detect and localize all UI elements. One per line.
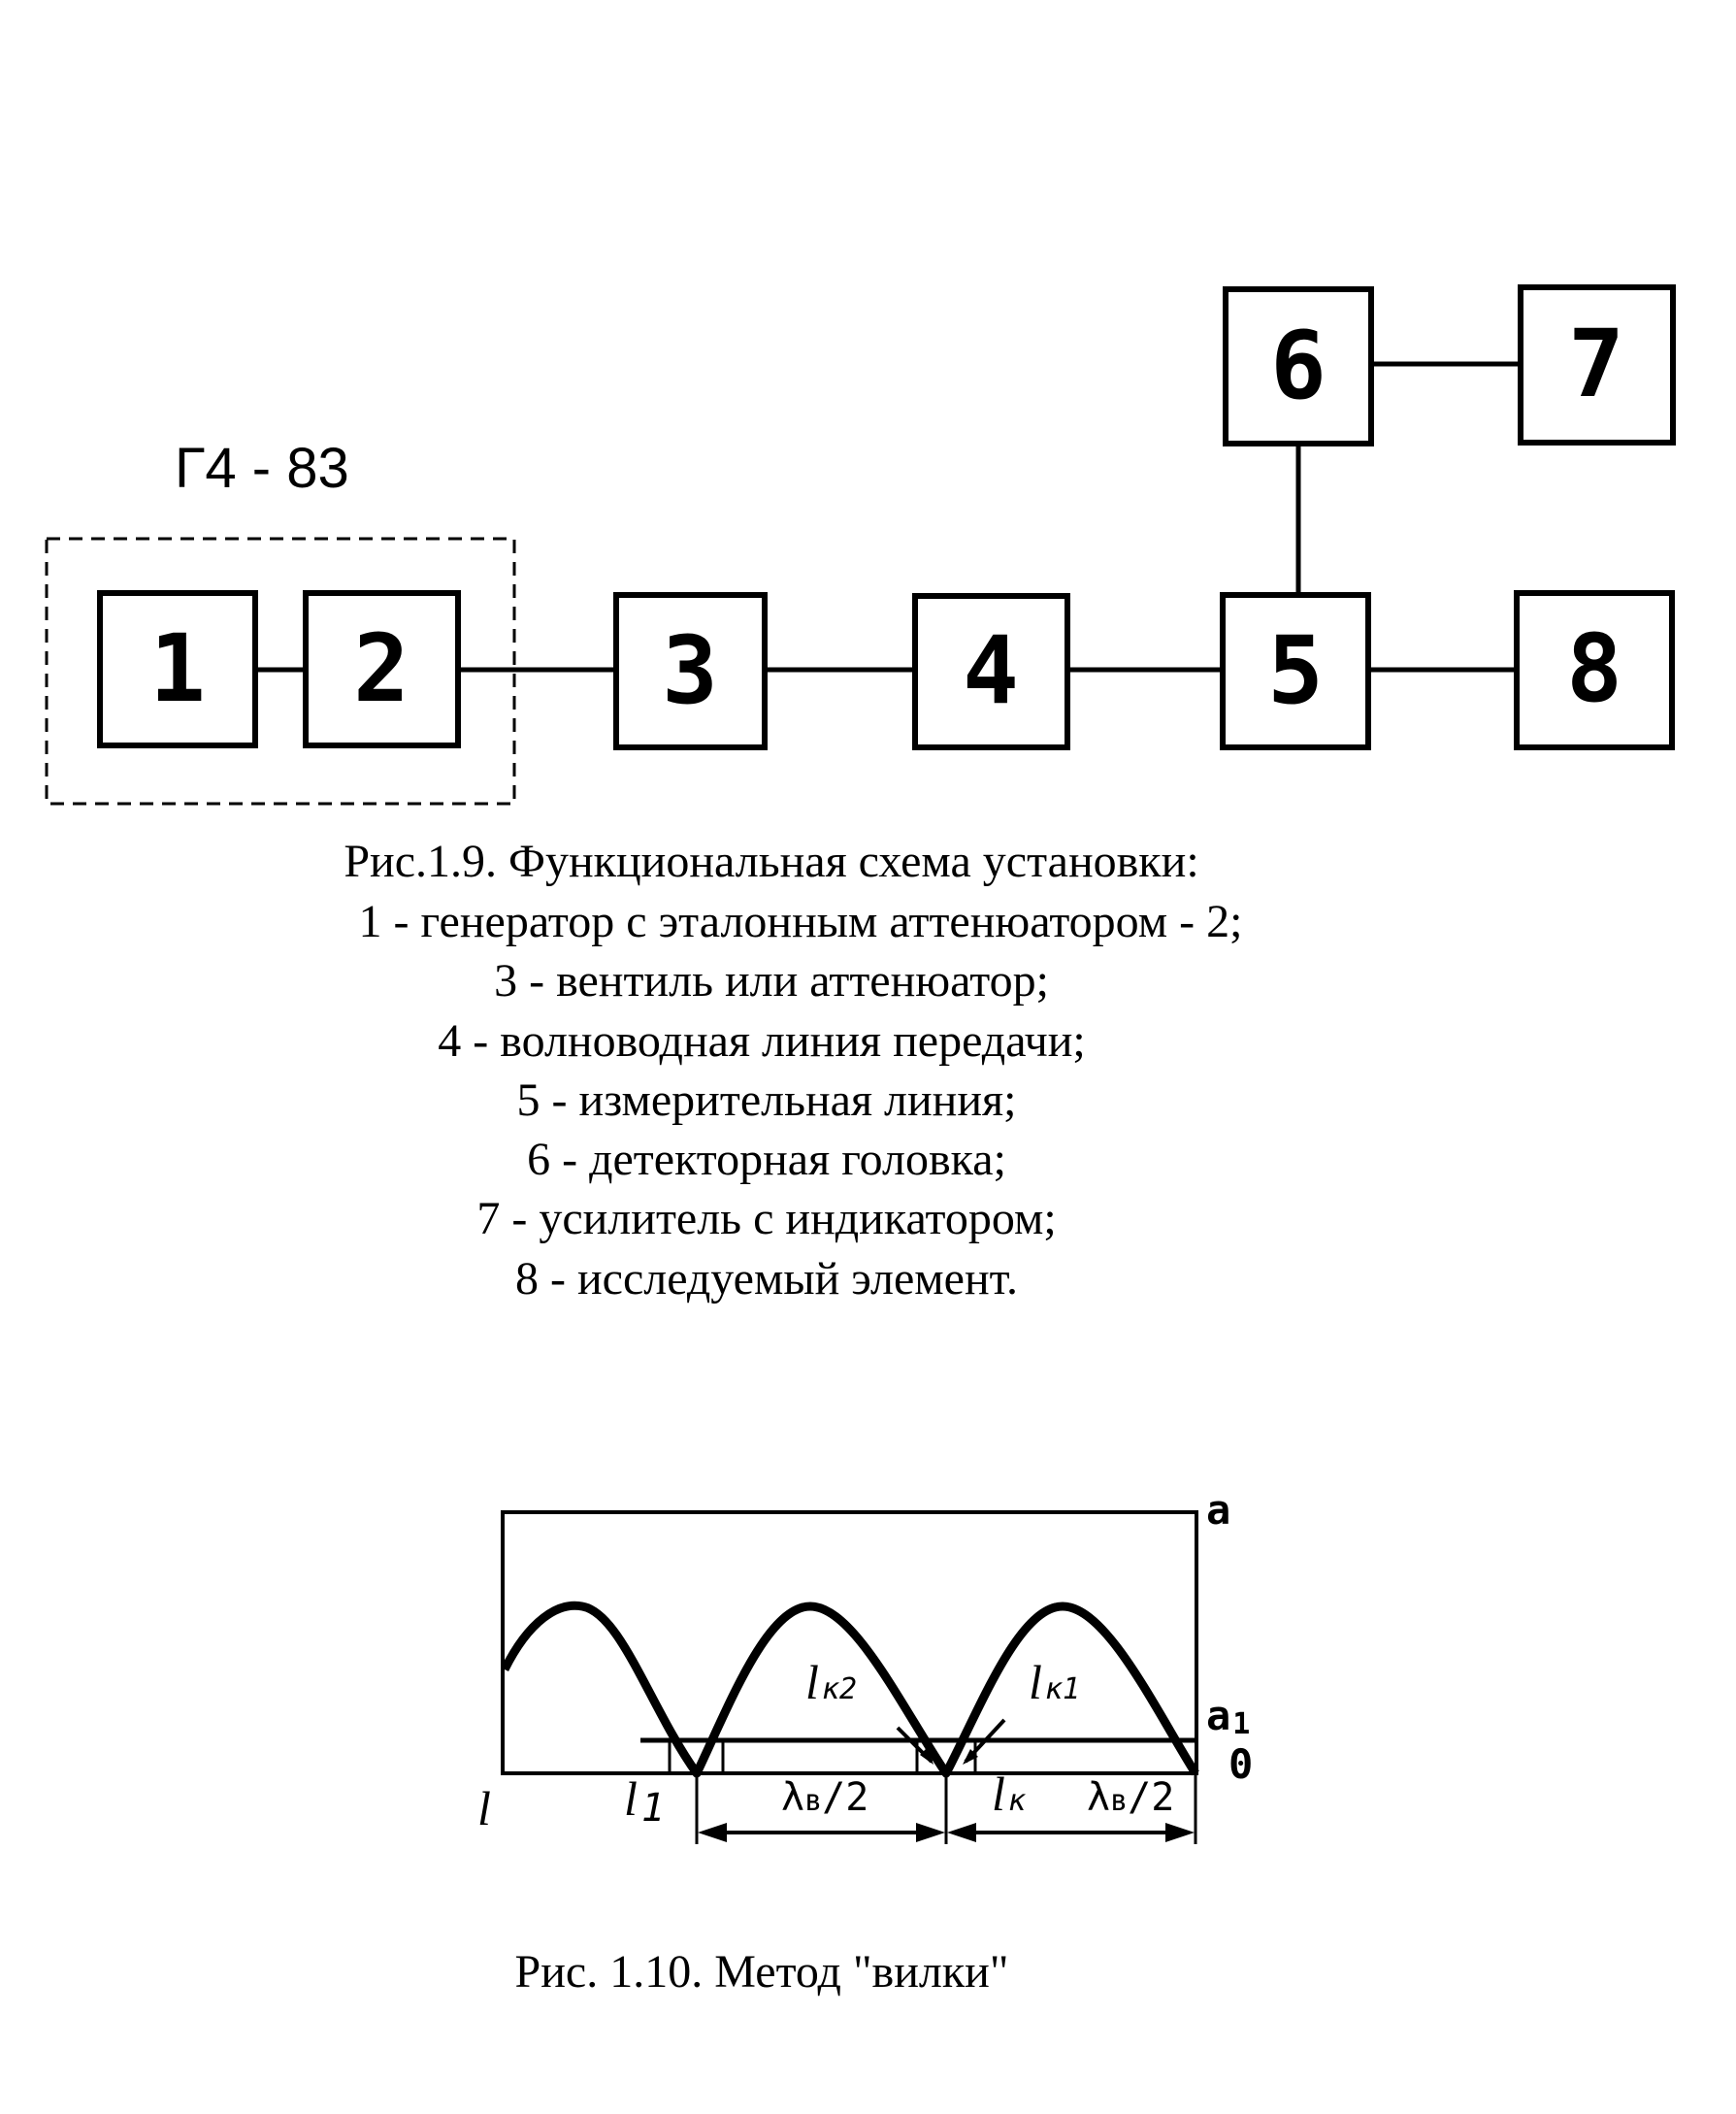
block-1: 1	[97, 590, 258, 748]
caption-line-1: 1 - генератор с эталонным аттенюатором -…	[359, 896, 1243, 947]
axis-label-l: l	[477, 1781, 491, 1835]
axis-label-zero: 0	[1228, 1740, 1253, 1788]
block-7: 7	[1518, 284, 1676, 446]
block-1-label: 1	[149, 614, 206, 723]
block-8-label: 8	[1566, 614, 1622, 723]
dim-left-arrow-start	[698, 1823, 727, 1842]
generator-group-dashed-frame	[45, 537, 516, 806]
block-7-label: 7	[1568, 310, 1624, 418]
axis-label-a: a	[1206, 1486, 1230, 1534]
caption-line-title: Рис.1.9. Функциональная схема установки:	[344, 836, 1198, 887]
standing-wave-curve	[500, 1601, 1199, 1778]
fork-method-caption: Рис. 1.10. Метод "вилки"	[515, 1946, 1009, 1998]
scheme-caption: Рис.1.9. Функциональная схема установки:…	[344, 836, 1242, 1305]
caption-line-6: 6 - детекторная головка;	[527, 1134, 1006, 1185]
label-half-wave-left: λв/2	[781, 1775, 868, 1820]
caption-line-4: 4 - волноводная линия передачи;	[438, 1015, 1086, 1067]
dim-left-arrow-end	[916, 1823, 945, 1842]
plot-frame	[501, 1510, 1198, 1775]
block-3: 3	[613, 592, 768, 750]
caption-line-5: 5 - измерительная линия;	[517, 1074, 1017, 1126]
caption-line-3: 3 - вентиль или аттенюатор;	[494, 955, 1049, 1007]
functional-scheme: Г4 - 83 1 2 3 4 5	[45, 284, 1676, 806]
label-half-wave-right: λв/2	[1087, 1775, 1174, 1820]
caption-line-8: 8 - исследуемый элемент.	[515, 1253, 1018, 1305]
group-label-g4-83: Г4 - 83	[175, 437, 349, 500]
block-4-label: 4	[963, 616, 1019, 725]
caption-line-7: 7 - усилитель с индикатором;	[476, 1193, 1056, 1244]
lk2-arrowhead	[920, 1747, 934, 1765]
block-2: 2	[303, 590, 461, 748]
block-6: 6	[1223, 286, 1374, 446]
block-5-label: 5	[1267, 616, 1324, 725]
block-4: 4	[912, 593, 1070, 750]
block-3-label: 3	[662, 616, 718, 725]
dim-right-arrow-start	[947, 1823, 976, 1842]
block-2-label: 2	[353, 614, 409, 723]
block-8: 8	[1514, 590, 1675, 750]
axis-label-a1: a1	[1206, 1692, 1250, 1741]
block-6-label: 6	[1270, 312, 1327, 420]
dim-right-arrow-end	[1165, 1823, 1195, 1842]
lk1-arrowhead	[963, 1749, 978, 1765]
block-5: 5	[1220, 592, 1371, 750]
